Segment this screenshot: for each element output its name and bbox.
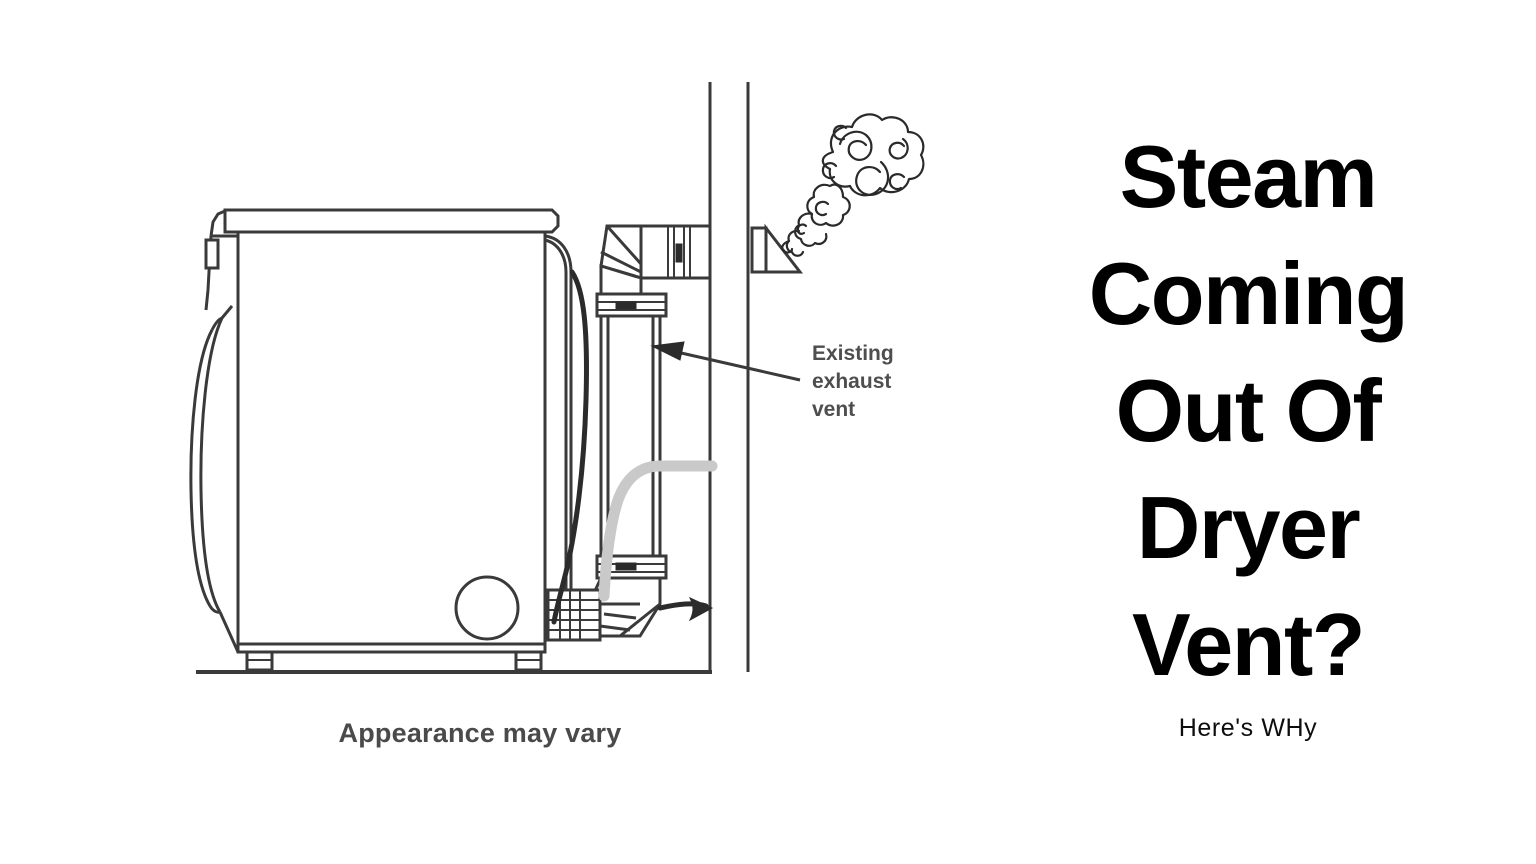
appearance-may-vary-caption: Appearance may vary bbox=[338, 718, 622, 748]
page-title: Steam Coming Out Of Dryer Vent? bbox=[960, 118, 1536, 703]
callout-arrow bbox=[650, 341, 801, 382]
existing-exhaust-vent-label: Existing exhaust vent bbox=[812, 340, 894, 424]
lower-elbow-duct bbox=[546, 576, 662, 642]
headline-line-5: Vent? bbox=[1131, 595, 1366, 694]
wall bbox=[708, 82, 750, 672]
water-hose bbox=[598, 460, 718, 602]
headline-panel: Steam Coming Out Of Dryer Vent? Here's W… bbox=[960, 0, 1536, 864]
power-cord bbox=[551, 269, 714, 625]
dryer-door bbox=[189, 305, 240, 653]
headline-line-2: Coming bbox=[1088, 244, 1409, 343]
upper-elbow-duct bbox=[599, 224, 712, 302]
subtitle: Here's WHy bbox=[1178, 714, 1318, 742]
dryer-vent-illustration: .ln { fill:none; stroke:#3a3a3a; stroke-… bbox=[189, 82, 925, 748]
headline-line-4: Dryer bbox=[1136, 478, 1361, 577]
headline-line-1: Steam bbox=[1119, 127, 1378, 226]
callout-line-3: vent bbox=[812, 398, 856, 421]
dryer-body bbox=[204, 208, 573, 654]
callout-line-1: Existing bbox=[812, 342, 894, 365]
dryer-port-circle bbox=[454, 575, 520, 641]
headline-line-3: Out Of bbox=[1115, 361, 1382, 460]
dryer-feet bbox=[245, 650, 543, 672]
steam-cloud-icon bbox=[781, 113, 925, 257]
callout-line-2: exhaust bbox=[812, 370, 892, 393]
